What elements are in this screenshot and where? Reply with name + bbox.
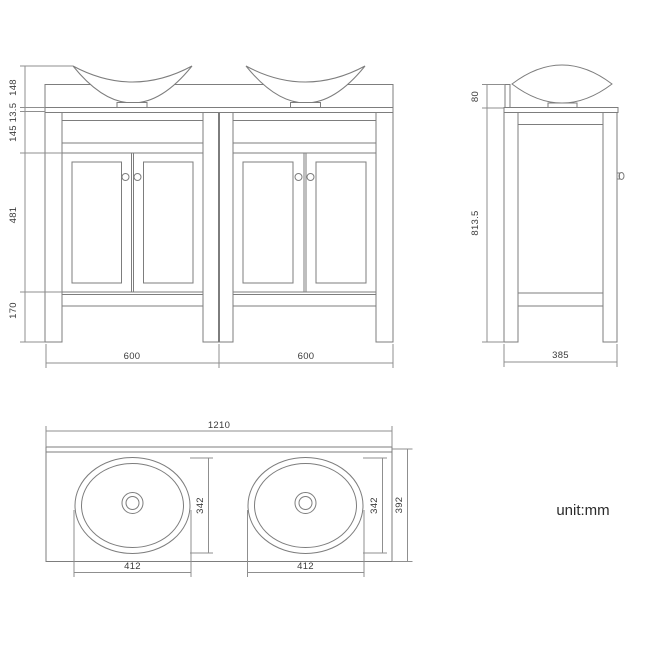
front-right-bottom-rail [232, 294, 377, 307]
top-left-drain-outer [121, 492, 144, 514]
dim-label-left-basin-depth: 342 [195, 497, 206, 514]
dim-extension-lines-front-bottom [45, 344, 394, 368]
front-left-door1-panel [71, 161, 122, 284]
dim-extension-lines-side-left [482, 84, 505, 343]
dim-label-plinth-height: 170 [8, 302, 19, 319]
side-countertop [503, 107, 619, 113]
dim-label-floor-to-counter-height: 813.5 [470, 210, 481, 235]
dim-label-basin-height: 148 [8, 79, 19, 96]
side-front-leg [602, 112, 618, 343]
top-left-drain-inner [125, 496, 140, 510]
dim-extension-lines-left-basin-width [73, 510, 192, 577]
front-right-basin [245, 65, 366, 104]
top-view-dimensions: 1210 392 342 342 412 412 [45, 420, 413, 577]
dim-label-counter-thickness: 13.5 [8, 103, 19, 123]
front-left-basin-foot [116, 102, 148, 108]
dim-label-splashback-height: 80 [470, 91, 481, 102]
front-right-leg [375, 112, 394, 343]
top-view [45, 446, 393, 562]
top-right-basin-outer-rim [247, 457, 364, 554]
dim-label-right-bay-width: 600 [298, 351, 315, 362]
front-right-knob2 [306, 173, 315, 181]
side-basin-foot [547, 102, 578, 108]
side-view-dimensions: 80 813.5 385 [470, 84, 618, 367]
front-left-door2-panel [143, 161, 194, 284]
front-left-knob1 [121, 173, 130, 181]
front-middle-leg-right [219, 112, 234, 343]
front-right-knob1 [294, 173, 303, 181]
front-view-dimensions-bottom: 600 600 [45, 344, 394, 368]
unit-note: unit:mm [556, 502, 609, 519]
dim-label-overall-width: 1210 [208, 420, 230, 431]
front-left-cabinet [61, 152, 204, 293]
dim-label-overall-depth: 392 [394, 497, 405, 514]
front-right-apron [233, 120, 376, 144]
dim-label-right-basin-width: 412 [297, 561, 314, 572]
dim-extension-lines-right-basin-depth [363, 457, 387, 554]
top-right-basin-inner-rim [254, 463, 357, 548]
dim-label-right-basin-depth: 342 [369, 497, 380, 514]
front-left-leg [44, 112, 63, 343]
side-back-leg [503, 112, 519, 343]
side-view [503, 64, 625, 343]
dim-extension-lines-top-depth [392, 448, 413, 562]
dim-extension-lines-front-left [20, 65, 73, 343]
front-right-door-gap [303, 153, 307, 292]
front-view [44, 65, 394, 343]
top-right-drain-inner [298, 496, 313, 510]
side-splashback [504, 84, 511, 108]
front-left-door-gap [131, 153, 134, 292]
front-left-basin [72, 65, 193, 104]
top-countertop [45, 446, 393, 562]
top-left-basin-outer-rim [74, 457, 191, 554]
front-middle-leg-left [202, 112, 219, 343]
front-left-knob2 [133, 173, 142, 181]
top-left-basin-inner-rim [81, 463, 184, 548]
front-right-door1-panel [242, 161, 294, 284]
side-basin [511, 64, 613, 104]
dim-label-door-height: 481 [8, 207, 19, 224]
dim-label-left-basin-width: 412 [124, 561, 141, 572]
front-countertop [44, 107, 394, 113]
dim-label-apron-height: 145 [8, 125, 19, 142]
dim-label-depth: 385 [552, 350, 569, 361]
dim-extension-lines-top-width [45, 426, 393, 447]
front-left-apron [62, 120, 203, 144]
dim-extension-lines-right-basin-width [247, 510, 365, 577]
front-right-door2-panel [315, 161, 367, 284]
dim-extension-lines-left-basin-depth [190, 457, 213, 554]
front-left-bottom-rail [61, 294, 204, 307]
dim-label-left-bay-width: 600 [124, 351, 141, 362]
side-bottom-stretcher [517, 292, 604, 307]
front-right-basin-foot [290, 102, 321, 108]
dim-extension-lines-side-bottom [503, 344, 618, 367]
top-right-drain-outer [294, 492, 317, 514]
side-knob [618, 172, 625, 180]
front-view-dimensions-left: 148 13.5 145 481 170 [8, 65, 73, 343]
